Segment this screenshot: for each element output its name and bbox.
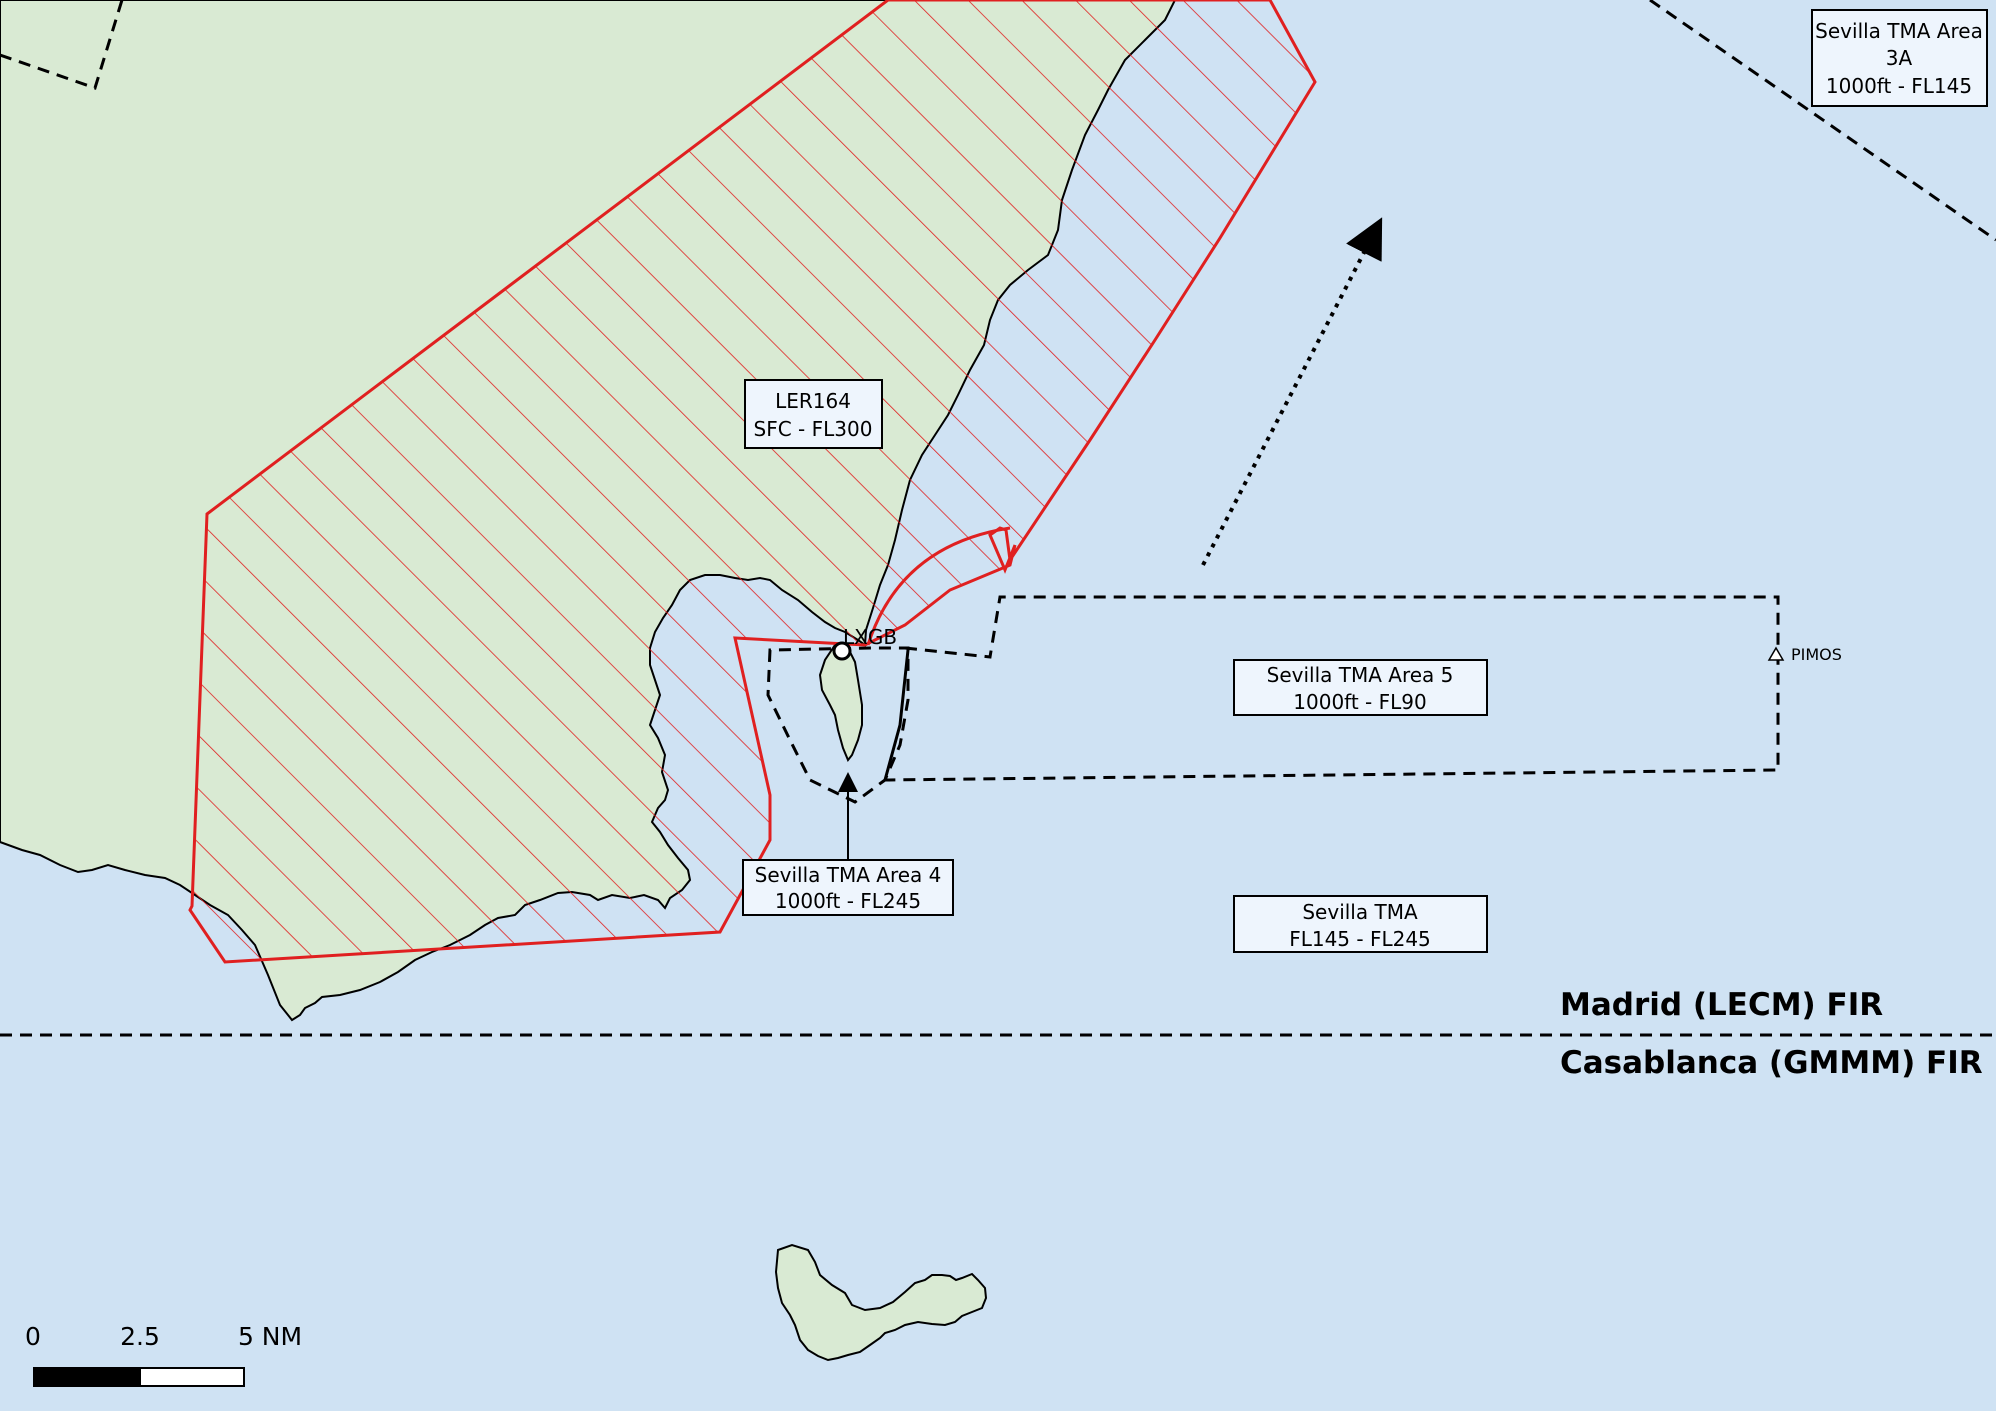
ler164-restricted-area [188, 0, 1317, 964]
scale-bar: 0 2.5 5 NM [25, 1322, 302, 1387]
fir-casablanca-label: Casablanca (GMMM) FIR [1560, 1045, 1983, 1081]
tma-label-box [1233, 895, 1488, 953]
triangle-waypoint-icon [1767, 646, 1785, 661]
area3a-line2: 3A [1886, 46, 1913, 70]
area4-label-box [742, 859, 954, 916]
ler164-label-box [744, 379, 883, 449]
scale-bar-white-segment [139, 1367, 245, 1387]
ceuta-landmass [774, 1243, 988, 1362]
area-solid-boundary [883, 649, 910, 781]
area5-name: Sevilla TMA Area 5 [1267, 663, 1454, 687]
ler164-arc-boundary [866, 526, 1011, 646]
scale-bar-black-segment [33, 1367, 141, 1387]
airport-circle-icon [832, 641, 852, 661]
area3a-limits: 1000ft - FL145 [1826, 74, 1972, 98]
area3a-line1: Sevilla TMA Area [1815, 19, 1983, 43]
area3a-label-box [1811, 9, 1988, 107]
area3a-boundary-right [1649, 0, 1996, 242]
direction-arrow-icon [1201, 217, 1383, 566]
ler164-name: LER164 [775, 389, 851, 413]
area5-limits: 1000ft - FL90 [1293, 690, 1426, 714]
tma-limits: FL145 - FL245 [1289, 927, 1431, 951]
waypoint-label: PIMOS [1791, 645, 1842, 664]
fir-madrid-label: Madrid (LECM) FIR [1560, 987, 1883, 1023]
scale-tick-1: 2.5 [120, 1322, 160, 1351]
area4-name: Sevilla TMA Area 4 [755, 863, 942, 887]
area5-label-box [1233, 659, 1488, 716]
area3a-boundary-left [0, 0, 124, 90]
scale-tick-2: 5 NM [238, 1322, 302, 1351]
area4-limits: 1000ft - FL245 [775, 889, 921, 913]
ler164-limits: SFC - FL300 [754, 417, 873, 441]
gibraltar-rock [818, 643, 863, 762]
scale-tick-0: 0 [25, 1322, 41, 1351]
airport-label: LXGB [843, 625, 897, 649]
area5-boundary [884, 595, 1780, 782]
tma-name: Sevilla TMA [1302, 900, 1418, 924]
